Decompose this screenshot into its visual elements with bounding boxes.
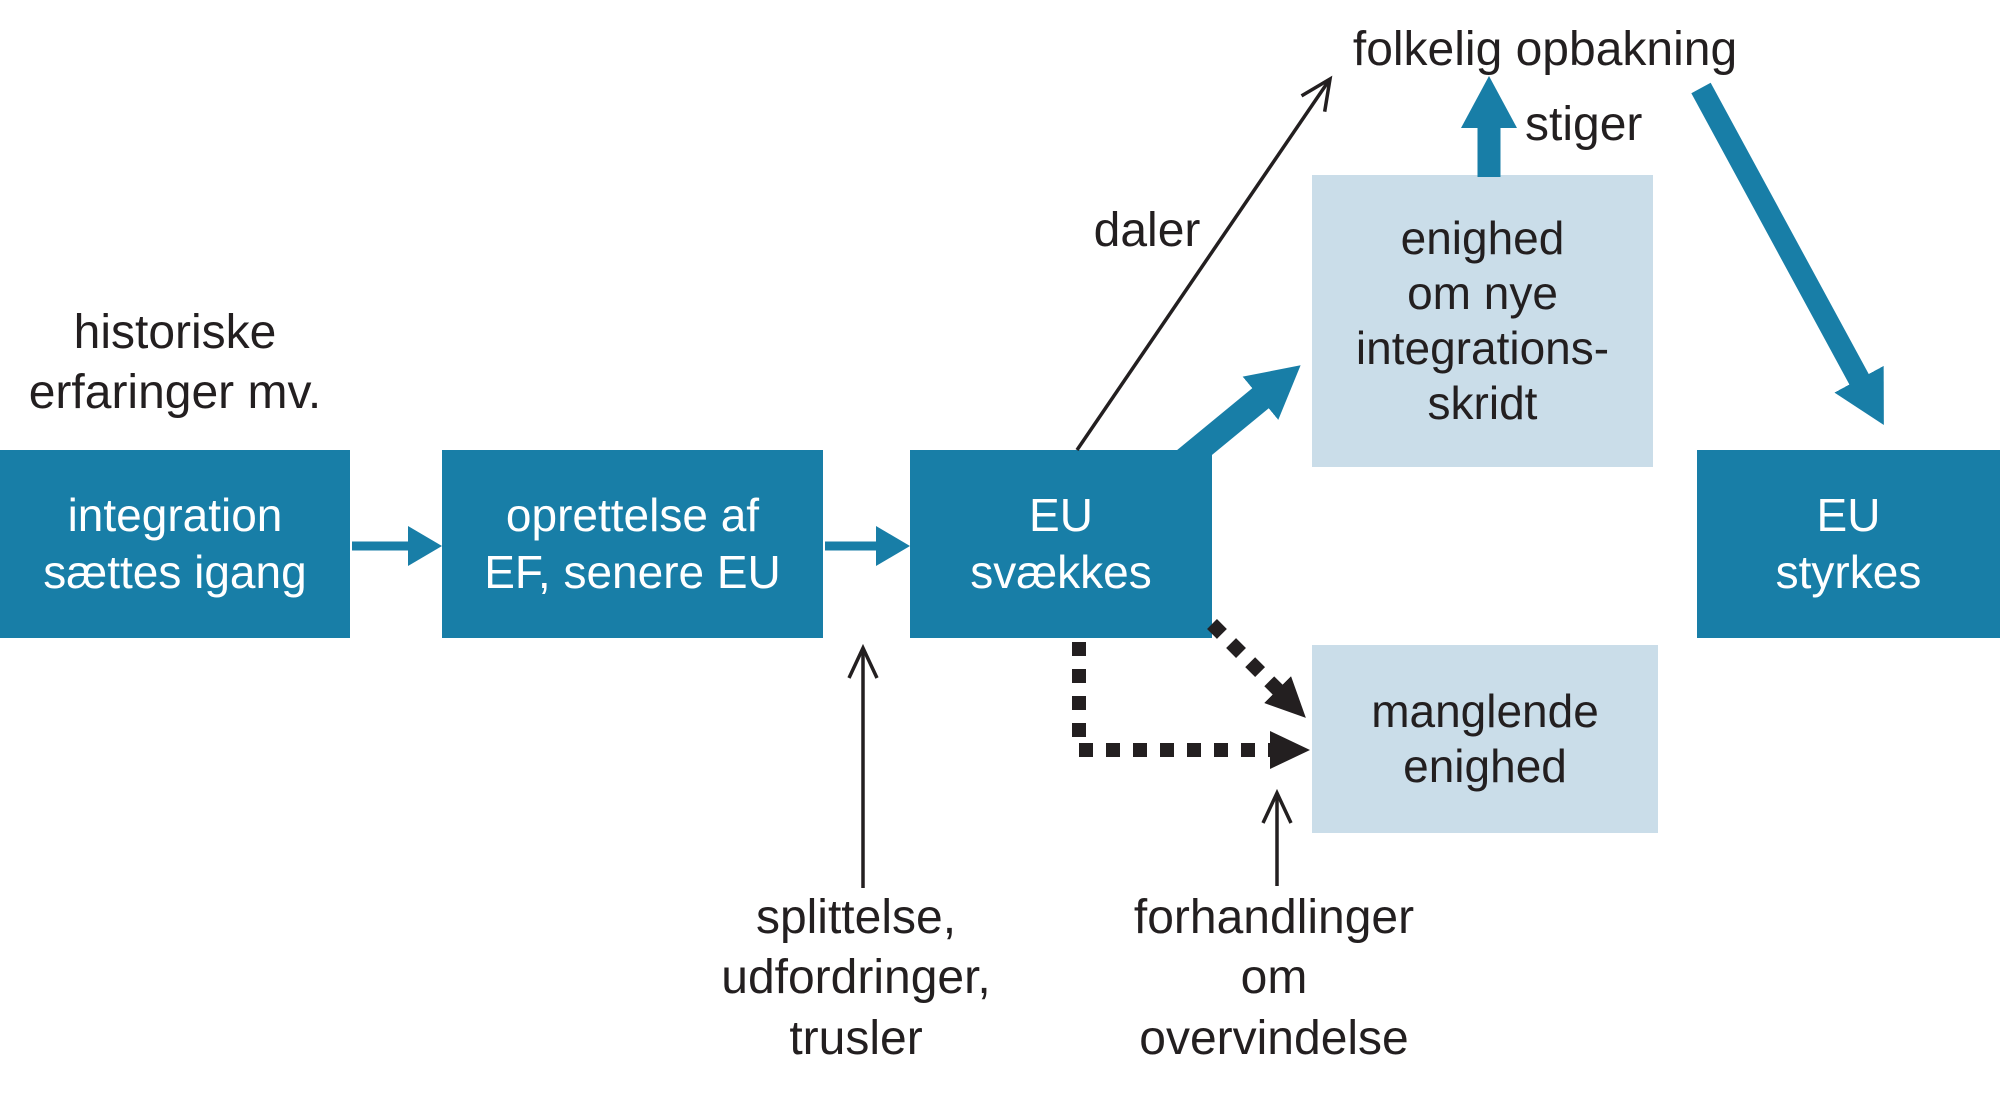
node-oprettelse-af-ef-senere-eu: oprettelse af EF, senere EU bbox=[442, 450, 823, 638]
label-historiske-erfaringer: historiske erfaringer mv. bbox=[28, 306, 322, 420]
label-folkelig-opbakning: folkelig opbakning bbox=[1352, 23, 1738, 76]
arrow-eu-svaekkes-to-enighed bbox=[1174, 365, 1301, 473]
arrow-folkelig-opbakning-to-eu-styrkes bbox=[1691, 82, 1884, 425]
node-eu-svaekkes: EU svækkes bbox=[910, 450, 1212, 638]
arrow-dashed-eu-svaekkes-to-manglende-l bbox=[1072, 642, 1310, 769]
arrow-dashed-eu-svaekkes-to-manglende-diagonal bbox=[1207, 619, 1306, 718]
arrow-eu-svaekkes-to-folkelig-opbakning-daler bbox=[1075, 75, 1333, 451]
node-enighed-om-nye-integrationsskridt: enighed om nye integrations- skridt bbox=[1312, 175, 1653, 467]
node-integration-saettes-igang: integration sættes igang bbox=[0, 450, 350, 638]
node-eu-styrkes: EU styrkes bbox=[1697, 450, 2000, 638]
label-daler: daler bbox=[1093, 204, 1201, 257]
label-splittelse-udfordringer-trusler: splittelse, udfordringer, trusler bbox=[721, 891, 991, 1065]
node-manglende-enighed: manglende enighed bbox=[1312, 645, 1658, 833]
label-forhandlinger-om-overvindelse: forhandlinger om overvindelse bbox=[1133, 891, 1415, 1065]
label-stiger: stiger bbox=[1525, 98, 1643, 151]
